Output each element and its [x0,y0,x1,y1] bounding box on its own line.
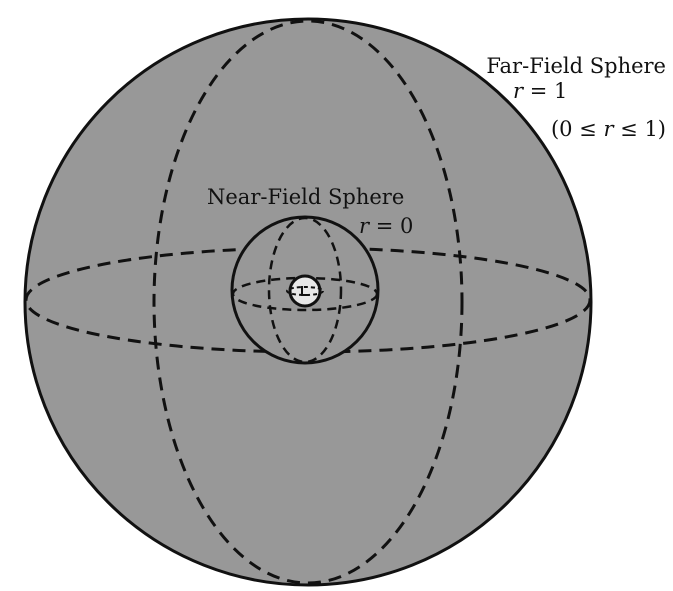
radius-range-label: (0 ≤ r ≤ 1) [551,117,666,141]
near-field-meridian [267,216,343,364]
far-r-variable: r [513,79,525,103]
origin-sphere [288,274,322,308]
far-field-label: Far-Field Sphere [486,54,666,78]
range-close: ≤ 1) [614,117,667,141]
origin-marker [301,286,309,296]
far-r-value: = 1 [523,79,567,103]
near-field-radius-label: r = 0 [359,214,413,238]
near-field-label: Near-Field Sphere [207,185,404,209]
range-open: (0 ≤ [551,117,604,141]
origin-sphere-equator [286,286,324,296]
near-r-value: = 0 [369,214,413,238]
far-field-meridian [152,19,464,585]
near-r-variable: r [359,214,371,238]
far-field-radius-label: r = 1 [513,79,567,103]
range-variable: r [603,117,615,141]
